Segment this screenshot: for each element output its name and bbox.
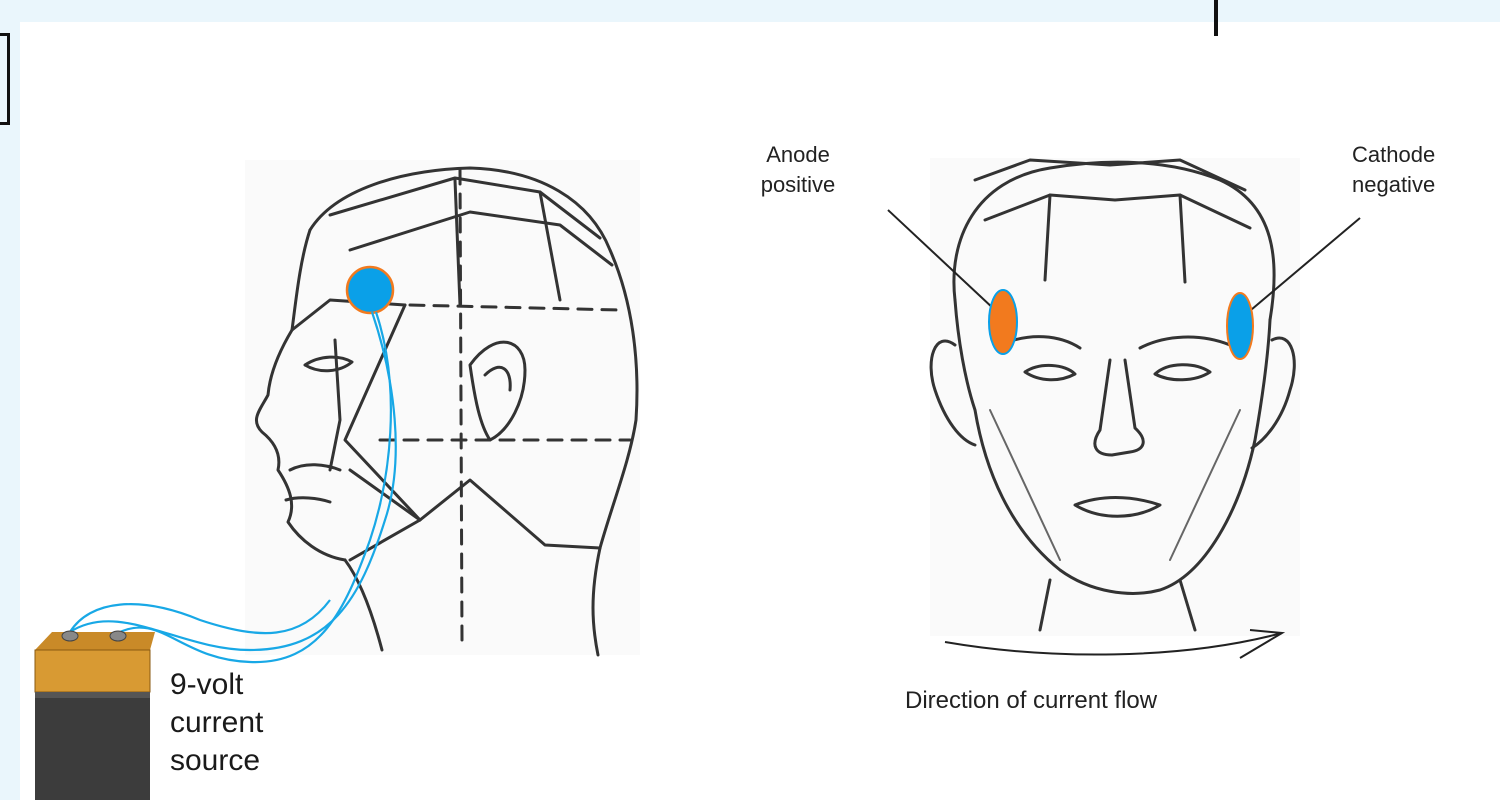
cathode-electrode [1227,293,1253,359]
anode-electrode [989,290,1017,354]
battery-label-line-1: 9-volt [170,666,263,704]
cathode-label-line-1: Cathode [1352,140,1500,170]
battery-icon [35,631,155,800]
anode-label: Anode positive [728,140,868,200]
profile-head-sketch [245,160,640,655]
battery-label-line-2: current [170,704,263,742]
front-head-sketch [930,158,1300,636]
battery-label: 9-volt current source [170,666,263,780]
anode-label-line-2: positive [728,170,868,200]
current-flow-label: Direction of current flow [905,686,1365,716]
cathode-label: Cathode negative [1352,140,1500,200]
battery-label-line-3: source [170,742,263,780]
profile-electrode [347,267,393,313]
anode-label-line-1: Anode [728,140,868,170]
cathode-label-line-2: negative [1352,170,1500,200]
